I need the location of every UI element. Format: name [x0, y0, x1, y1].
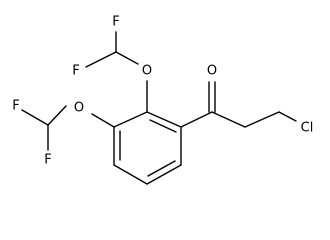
bond-c-c	[244, 111, 280, 128]
bond-o-c	[47, 105, 67, 126]
bond-ring-o	[91, 113, 115, 128]
oxygen-left-label: O	[74, 101, 84, 116]
bond-c-f	[85, 51, 117, 68]
ring-double-bond	[147, 160, 176, 177]
fluorine-top-2-label: F	[72, 64, 79, 79]
chloropropanoyl-chain: O Cl	[180, 64, 314, 136]
bond-ring-carbonyl	[180, 111, 213, 128]
bond-c-f	[21, 109, 49, 126]
fluorine-left-2-label: F	[44, 153, 51, 168]
ring-bond	[113, 111, 148, 128]
oxygen-carbonyl-label: O	[207, 64, 217, 79]
bond-c-cl	[278, 111, 297, 122]
chlorine-label: Cl	[301, 121, 314, 136]
ring-bond	[113, 164, 148, 185]
bond-c-c	[211, 111, 246, 128]
difluoromethoxy-left: O F F	[12, 99, 115, 168]
fluorine-top-1-label: F	[112, 15, 119, 30]
ring-double-bond	[149, 119, 177, 133]
bond-o-c	[115, 51, 139, 65]
fluorine-left-1-label: F	[12, 99, 19, 114]
difluoromethoxy-top: O F F	[72, 15, 152, 113]
chemical-structure: O F F O F F O Cl	[12, 15, 314, 185]
ring-bond	[146, 111, 182, 128]
ring-bond	[146, 164, 182, 185]
oxygen-top-label: O	[142, 64, 152, 79]
benzene-ring	[113, 111, 182, 185]
